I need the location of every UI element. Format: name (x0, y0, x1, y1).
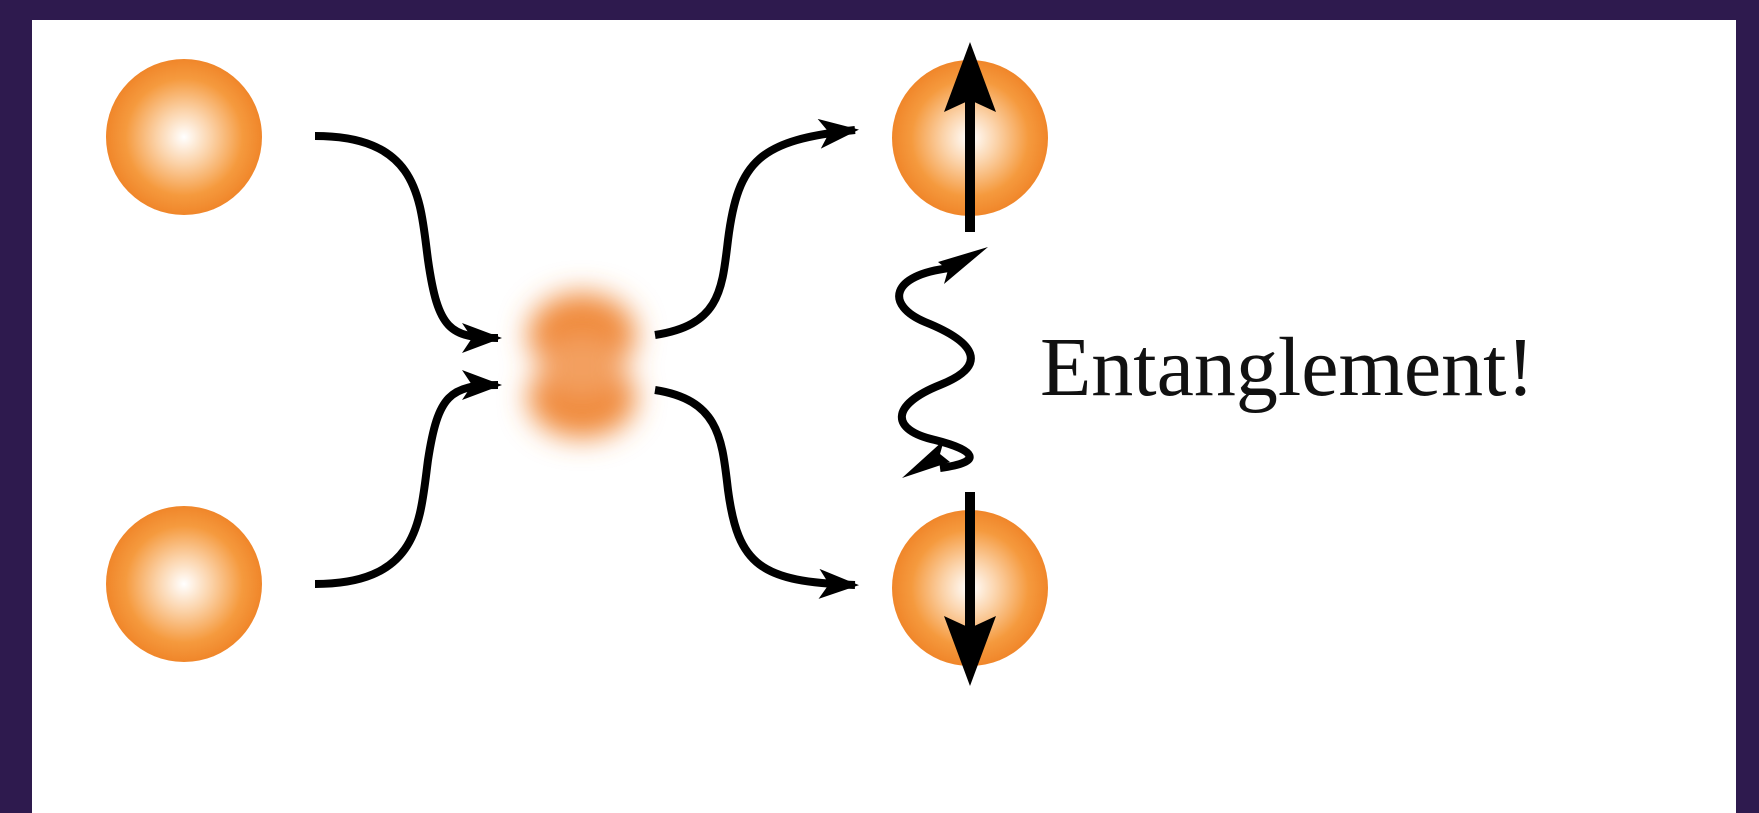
incoming-path-top (314, 132, 502, 353)
collision-blob (528, 293, 636, 438)
wavy-link-icon (895, 264, 975, 472)
wavy-link-top-arrowhead-icon (938, 247, 988, 284)
spin-down-arrow-icon (944, 492, 996, 686)
wavy-link-bottom-arrowhead-icon (902, 440, 950, 478)
particle-bottom-left (106, 506, 262, 662)
incoming-path-bottom (314, 370, 502, 588)
diagram-canvas (32, 20, 1736, 813)
spin-up-arrow-icon (944, 42, 996, 232)
outgoing-path-top (654, 118, 859, 339)
particle-top-left (106, 59, 262, 215)
outgoing-path-bottom (654, 386, 859, 599)
entanglement-label: Entanglement! (1040, 321, 1535, 414)
